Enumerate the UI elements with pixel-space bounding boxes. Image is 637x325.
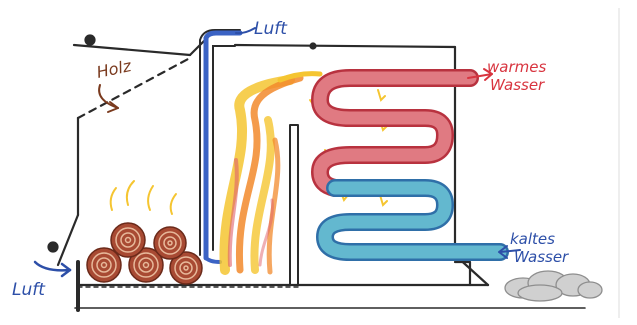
hopper-lid [72, 43, 192, 57]
lid-knob [84, 34, 96, 46]
label-luft-top: Luft [254, 19, 288, 39]
smoke-icon [504, 270, 603, 302]
arrow-icon [499, 249, 521, 253]
label-warmes-wasser: Wasser [490, 76, 545, 94]
arrow-icon [33, 260, 72, 272]
heat-exchanger-coil [311, 69, 509, 261]
arrow-icon [235, 27, 256, 35]
air-pipe [199, 29, 243, 264]
label-holz: Holz [95, 56, 133, 82]
label-kaltes: kaltes [510, 230, 555, 248]
label-kaltes-wasser: Wasser [514, 248, 569, 266]
wood-log-icon [86, 222, 203, 285]
label-luft-left: Luft [12, 280, 46, 300]
arrow-icon [467, 73, 493, 79]
flame-icon [109, 71, 323, 275]
arrow-icon [98, 84, 119, 109]
label-warmes: warmes [487, 58, 546, 76]
